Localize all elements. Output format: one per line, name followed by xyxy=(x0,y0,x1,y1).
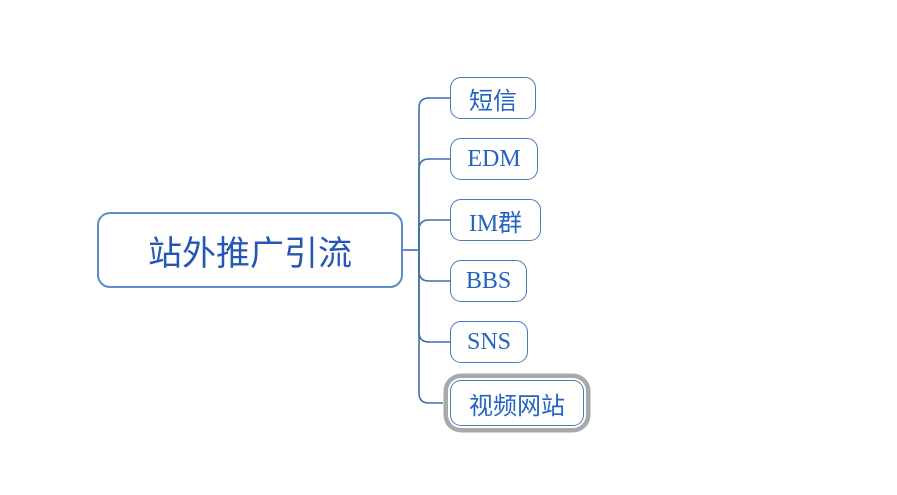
connector-branch-im-group xyxy=(418,219,450,250)
node-sns-label: SNS xyxy=(466,328,512,355)
connector-branch-sns xyxy=(418,250,450,343)
node-sms[interactable]: 短信 xyxy=(450,77,536,119)
node-im-group-label: IM群 xyxy=(468,210,523,237)
node-bbs[interactable]: BBS xyxy=(450,260,527,302)
connector-branch-bbs xyxy=(418,250,450,282)
node-root[interactable]: 站外推广引流 xyxy=(97,212,403,288)
connector-branch-sms xyxy=(418,97,450,250)
connector-branch-video-sites xyxy=(418,250,443,404)
node-edm[interactable]: EDM xyxy=(450,138,538,180)
node-root-label: 站外推广引流 xyxy=(148,235,352,273)
node-bbs-label: BBS xyxy=(465,267,512,294)
node-edm-label: EDM xyxy=(467,145,521,172)
node-video-sites[interactable]: 视频网站 xyxy=(450,380,584,426)
node-im-group[interactable]: IM群 xyxy=(450,199,541,241)
node-video-sites-label: 视频网站 xyxy=(469,393,565,420)
node-sms-label: 短信 xyxy=(469,88,517,115)
connector-branch-edm xyxy=(418,158,450,250)
node-sns[interactable]: SNS xyxy=(450,321,528,363)
